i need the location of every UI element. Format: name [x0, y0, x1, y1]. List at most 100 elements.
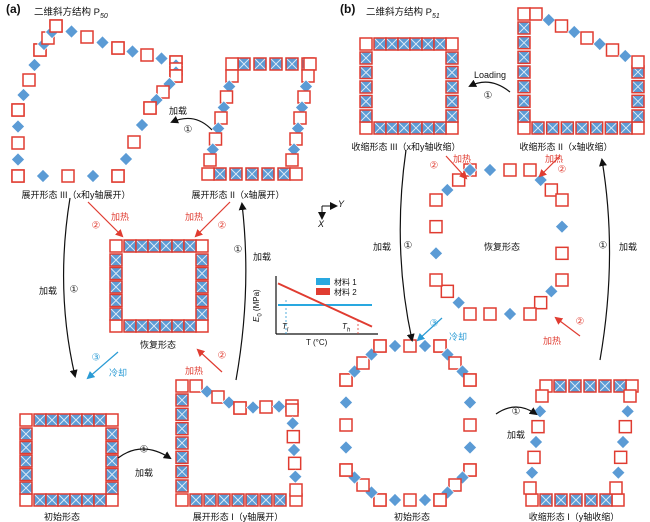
frame-box	[463, 418, 477, 432]
chart-tick-th-main: T	[342, 322, 347, 331]
frame-box	[555, 193, 569, 207]
panel-a-title-sub: 50	[99, 12, 108, 20]
cell-cross	[518, 52, 530, 63]
arrow-load-1-to-2-b	[599, 158, 611, 361]
link-cell	[533, 172, 548, 188]
frame-box	[445, 37, 459, 51]
cell-cross	[570, 494, 582, 506]
cell-cross	[374, 122, 386, 134]
step1-initial-1-b: ①	[511, 406, 521, 418]
link-cell	[288, 469, 303, 484]
legend-swatch-material1	[316, 278, 330, 285]
legend-material2: 材料 2	[334, 288, 357, 297]
cell-cross	[547, 122, 558, 134]
link-cell	[125, 44, 140, 59]
arrow-load-recover-to-initial-a	[62, 197, 78, 378]
frame-box	[49, 19, 63, 33]
cell-cross	[176, 437, 188, 449]
frame-box	[373, 339, 387, 353]
frame-box	[286, 429, 301, 444]
frame-box	[429, 273, 443, 287]
frame-box	[105, 413, 119, 427]
link-cell	[528, 434, 544, 450]
frame-box	[429, 219, 443, 234]
cell-cross	[600, 494, 612, 506]
cell-cross	[591, 122, 602, 134]
frame-box	[105, 493, 119, 507]
frame-box	[214, 111, 228, 125]
panel-b-title-sub: 51	[431, 12, 440, 20]
frame-box	[169, 69, 183, 83]
cell-cross	[562, 122, 573, 134]
cell-cross	[238, 58, 250, 70]
frame-box	[289, 167, 303, 181]
chart-tick-tl: Tl	[282, 322, 288, 334]
structure-shrink1-b	[523, 379, 639, 507]
link-cell	[221, 395, 237, 410]
frame-box	[503, 163, 517, 177]
link-cell	[428, 246, 444, 261]
step2-3-a: ②	[91, 220, 101, 232]
cell-cross	[518, 81, 530, 92]
frame-box	[555, 246, 569, 261]
cell-cross	[398, 38, 410, 50]
frame-box	[523, 307, 537, 321]
cell-cross	[434, 38, 446, 50]
cell-cross	[410, 122, 422, 134]
cell-cross	[106, 455, 118, 467]
cell-cross	[446, 67, 458, 78]
frame-box	[517, 121, 531, 135]
frame-box	[527, 450, 541, 465]
frame-box	[195, 319, 209, 333]
cell-cross	[196, 295, 208, 306]
frame-box	[175, 493, 189, 507]
frame-box	[111, 41, 125, 55]
panel-a-tag: (a)	[6, 2, 21, 16]
cell-cross	[82, 414, 94, 426]
frame-box	[529, 7, 543, 21]
label-load-recover-initial-a: 加载	[38, 286, 58, 296]
label-recover-a: 恢复形态	[139, 340, 177, 350]
cell-cross	[360, 96, 372, 107]
link-cell	[451, 295, 466, 310]
legend-swatch-material2	[316, 288, 330, 295]
frame-box	[517, 7, 531, 21]
frame-box	[359, 37, 373, 51]
cell-cross	[58, 414, 70, 426]
label-heat-1-a: 加热	[184, 366, 204, 376]
cell-cross	[94, 414, 106, 426]
cell-cross	[254, 58, 266, 70]
frame-box	[225, 69, 239, 83]
step1-1-2-b: ①	[598, 240, 608, 252]
chart-ylabel-sub: 0	[257, 313, 264, 317]
chart-tick-th-sub: h	[346, 327, 351, 334]
cell-cross	[555, 494, 567, 506]
cell-cross	[110, 268, 122, 279]
cell-cross	[172, 240, 184, 252]
link-cell	[95, 35, 110, 50]
frame-box	[623, 389, 637, 403]
label-shrink1-b: 收缩形态 I（y轴收缩）	[528, 512, 620, 522]
arrow-heat-1-to-recover-a	[196, 348, 223, 373]
cell-cross	[148, 240, 160, 252]
frame-box	[356, 478, 370, 492]
cell-cross	[518, 110, 530, 122]
cell-cross	[196, 308, 208, 320]
cell-cross	[196, 281, 208, 293]
cell-cross	[214, 168, 226, 180]
cell-cross	[632, 81, 644, 92]
frame-box	[531, 419, 545, 434]
cell-cross	[360, 81, 372, 93]
structure-expand2-a	[201, 57, 317, 181]
label-load-1-2-b: 加载	[618, 242, 638, 252]
frame-box	[208, 132, 223, 146]
label-cool-b: 冷却	[448, 332, 468, 342]
frame-box	[463, 463, 477, 477]
step1-recover-initial-a: ①	[69, 284, 79, 296]
label-heat-3-a: 加热	[110, 212, 130, 222]
cell-cross	[176, 409, 188, 420]
cell-cross	[360, 52, 372, 64]
cell-cross	[124, 240, 136, 252]
link-cell	[35, 168, 51, 184]
